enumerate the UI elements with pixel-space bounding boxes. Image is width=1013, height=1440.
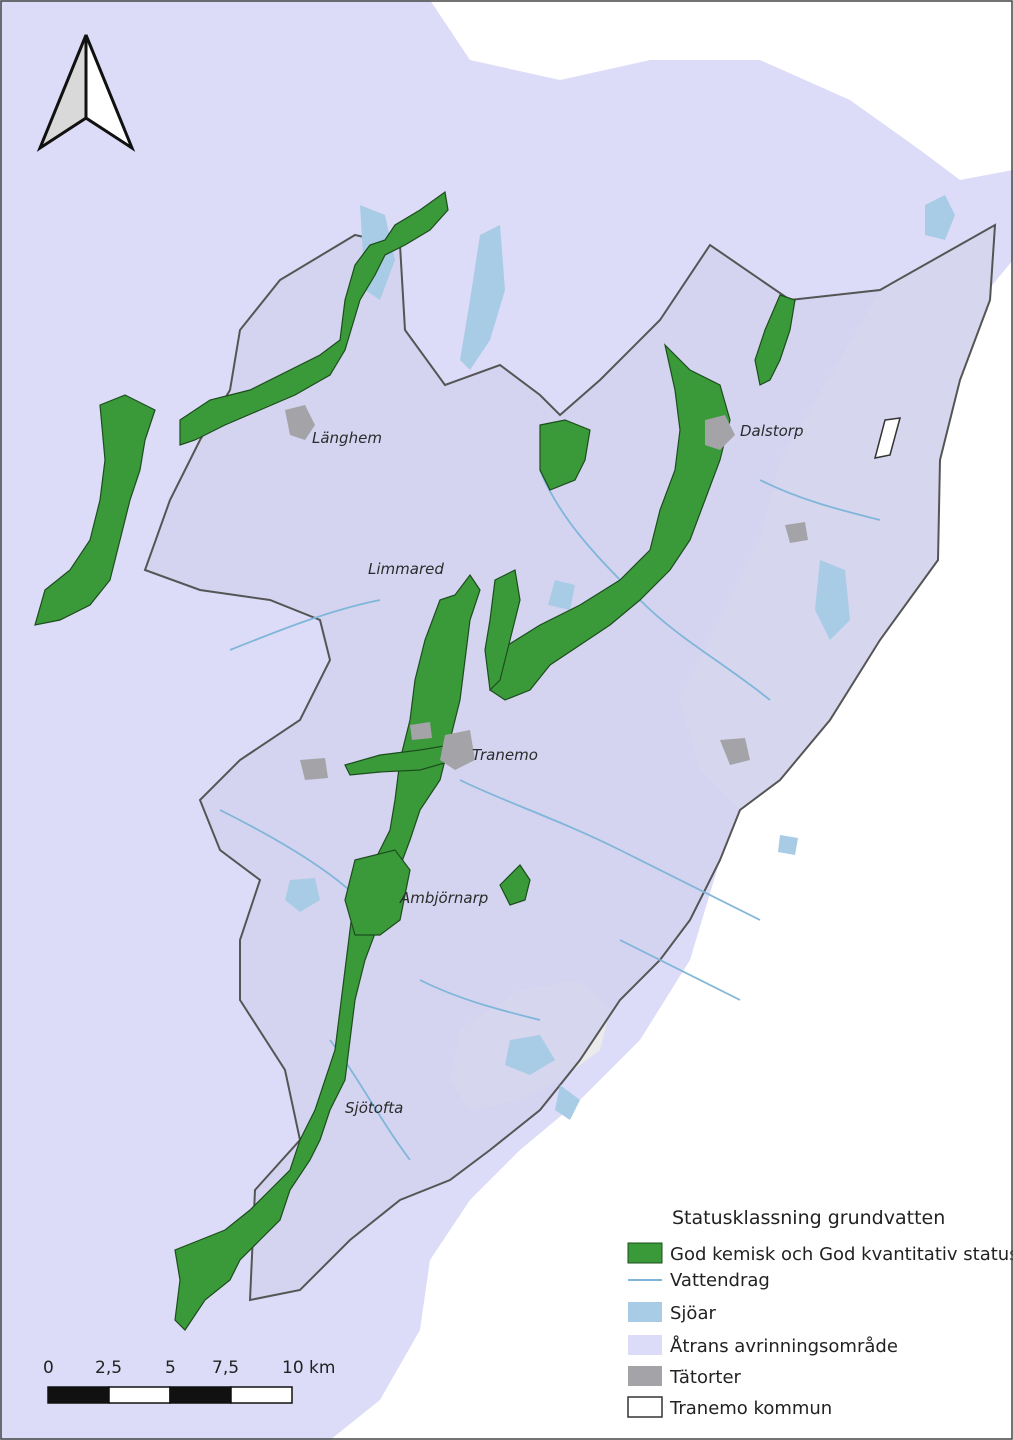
towns [285, 405, 808, 780]
scale-segment-4 [230, 1386, 293, 1404]
scale-label-0: 0 [43, 1358, 54, 1378]
town-tranemo [440, 730, 475, 770]
scale-bar: 0 2,5 5 7,5 10 km [43, 1358, 335, 1404]
groundwater-body-north-dalstorp [754, 294, 796, 386]
groundwater-body-mid-lake [539, 419, 591, 491]
legend-swatch-catchment [628, 1335, 662, 1355]
legend-label-catchment: Åtrans avrinningsområde [670, 1335, 898, 1357]
place-label-langhem: Länghem [312, 429, 382, 447]
groundwater-body-dalstorp [489, 343, 731, 701]
lake [460, 225, 505, 370]
lake [555, 1085, 580, 1120]
place-label-dalstorp: Dalstorp [740, 422, 803, 440]
groundwater-body-langhem [179, 190, 449, 446]
scale-label-5: 5 [165, 1358, 176, 1378]
groundwater-body-vaster [34, 394, 156, 626]
legend-swatch-municipality [627, 1396, 663, 1418]
lake [548, 580, 575, 610]
lake [505, 1035, 555, 1075]
river [619, 939, 741, 1001]
legend-label-municipality: Tranemo kommun [669, 1398, 832, 1419]
place-label-tranemo: Tranemo [472, 746, 538, 764]
legend-swatch-groundwater [627, 1242, 663, 1264]
legend-label-towns: Tätorter [669, 1367, 742, 1388]
town-east [720, 738, 750, 765]
legend-label-groundwater: God kemisk och God kvantitativ status [670, 1244, 1013, 1265]
legend-title: Statusklassning grundvatten [672, 1207, 945, 1229]
town-west [300, 758, 328, 780]
groundwater-body-ambjornarp-lake [344, 849, 411, 936]
place-label-ambjornarp: Ambjörnarp [399, 889, 488, 907]
legend-swatch-towns [628, 1366, 662, 1386]
groundwater-body-limmared-north [484, 569, 521, 692]
river [459, 779, 761, 921]
river [759, 479, 881, 521]
legend-label-rivers: Vattendrag [670, 1270, 770, 1291]
legend-label-lakes: Sjöar [670, 1303, 716, 1324]
place-labels: Länghem Dalstorp Limmared Tranemo Ambjör… [312, 422, 803, 1117]
river [229, 599, 381, 651]
lake [925, 195, 955, 240]
north-arrow-icon [36, 34, 136, 152]
legend: Statusklassning grundvatten God kemisk o… [627, 1207, 1013, 1419]
lake [285, 878, 320, 912]
lake [778, 835, 798, 855]
town-langhem [285, 405, 315, 440]
place-label-limmared: Limmared [368, 560, 444, 578]
scale-label-7-5: 7,5 [212, 1358, 239, 1378]
town-ne [785, 522, 808, 543]
scale-segment-3 [169, 1386, 232, 1404]
groundwater-body-ambjornarp [499, 864, 531, 906]
town-north [410, 722, 432, 740]
town-dalstorp [705, 415, 735, 450]
scale-label-2-5: 2,5 [95, 1358, 122, 1378]
legend-swatch-lakes [628, 1302, 662, 1322]
scale-segment-2 [108, 1386, 171, 1404]
excluded-area [873, 417, 902, 459]
municipality-tranemo [143, 223, 997, 1302]
lake [815, 560, 850, 640]
groundwater-bodies [34, 190, 796, 1331]
place-label-sjotofta: Sjötofta [345, 1099, 403, 1117]
scale-label-10km: 10 km [282, 1358, 335, 1378]
scale-segment-1 [47, 1386, 110, 1404]
river [419, 979, 541, 1021]
